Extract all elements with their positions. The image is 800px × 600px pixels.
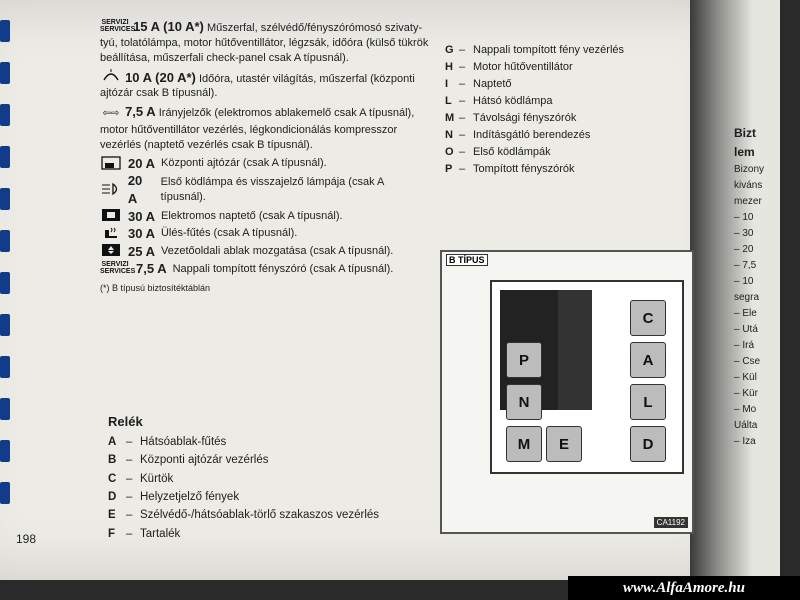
relays-section: Relék A–Hátsóablak-fűtés B–Központi ajtó… [108, 412, 379, 543]
fuse-desc: Elektromos naptető (csak A típusnál). [160, 209, 343, 222]
fuse-amp: 15 A (10 A*) [133, 19, 204, 34]
relay-m: M [506, 426, 542, 462]
legend-item: N–Indításgátló berendezés [445, 129, 591, 142]
fuse-desc: Nappali tompított fényszóró (csak A típu… [172, 262, 394, 275]
relay-item: D–Helyzetjelző fények [108, 490, 240, 503]
fuse-entry-4: 20 A Központi ajtózár (csak A típusnál). [100, 155, 430, 173]
page-number: 198 [16, 532, 37, 546]
fuse-entry-7: 30 A Ülés-fűtés (csak A típusnál). [100, 225, 430, 243]
fuse-box-type-tag: B TÍPUS [446, 254, 488, 266]
door-lock-icon [100, 156, 122, 172]
fuse-box-code: CA1192 [653, 517, 688, 528]
relay-item: F–Tartalék [108, 527, 181, 540]
relay-n: N [506, 384, 542, 420]
fuse-amp: 10 A (20 A*) [125, 69, 196, 85]
fuse-entry-3: ⇦⇨ 7,5 A Irányjelzők (elektromos ablakem… [100, 103, 430, 153]
legend-item: M–Távolsági fényszórók [445, 112, 577, 125]
relay-l: L [630, 384, 666, 420]
relay-a: A [630, 342, 666, 378]
fuse-desc: Ülés-fűtés (csak A típusnál). [160, 227, 298, 240]
legend-item: G–Nappali tompított fény vezérlés [445, 44, 625, 56]
spiral-binding [0, 20, 14, 560]
fuse-entry-5: 20 A Első ködlámpa és visszajelző lámpáj… [100, 172, 430, 207]
relay-item: C–Kürtök [108, 472, 174, 485]
seat-heating-icon [100, 226, 122, 242]
adjacent-page-text: Bizt lem Bizony kiváns mezer – 10 – 30 –… [734, 126, 765, 448]
adjacent-page-edge [690, 0, 780, 580]
relay-item: A–Hátsóablak-fűtés [108, 435, 227, 448]
fuse-entry-8: 25 A Vezetőoldali ablak mozgatása (csak … [100, 243, 430, 261]
fuse-amp: 7,5 A [136, 261, 167, 277]
footnote: (*) B típusú biztosítéktáblán [100, 282, 211, 293]
legend-item: O–Első ködlámpák [445, 146, 551, 159]
legend-item: H–Motor hűtőventillátor [445, 61, 573, 74]
fuse-desc: Vezetőoldali ablak mozgatása (csak A típ… [160, 244, 394, 257]
fuse-amp: 30 A [128, 208, 155, 224]
relay-e: E [546, 426, 582, 462]
fuse-entry-6: 30 A Elektromos naptető (csak A típusnál… [100, 208, 430, 226]
fuse-entry-9: SERVIZI SERVICES 7,5 A Nappali tompított… [100, 260, 430, 278]
fuse-entries: SERVIZI SERVICES 15 A (10 A*) Műszerfal,… [100, 18, 430, 294]
relay-item: B–Központi ajtózár vezérlés [108, 454, 269, 467]
legend-item: P–Tompított fényszórók [445, 163, 575, 176]
fuse-amp: 7,5 A [125, 104, 156, 120]
fuse-desc: Irányjelzők (elektromos ablakemelő csak … [100, 107, 415, 152]
legend-item: L–Hátsó ködlámpa [445, 95, 553, 108]
fuse-desc: Időóra, utastér világítás, műszerfal (kö… [100, 72, 415, 100]
fuse-block-right [558, 290, 592, 410]
relay-item: E–Szélvédő-/hátsóablak-törlő szakaszos v… [108, 509, 380, 522]
watermark-text: www.AlfaAmore.hu [623, 579, 745, 596]
servizi-services-icon: SERVIZI SERVICES [100, 19, 136, 33]
servizi-services-icon: SERVIZI SERVICES [100, 260, 136, 275]
watermark-logo: www.AlfaAmore.hu [568, 576, 800, 600]
turn-signal-icon: ⇦⇨ [102, 108, 120, 120]
fuse-legend: G–Nappali tompított fény vezérlés H–Moto… [445, 42, 624, 178]
legend-item: I–Naptető [445, 78, 512, 91]
fog-lamp-icon [100, 182, 122, 198]
fuse-amp: 20 A [128, 155, 155, 171]
fuse-amp: 20 A [127, 173, 143, 206]
relay-d: D [630, 426, 666, 462]
fuse-entry-2: 10 A (20 A*) Időóra, utastér világítás, … [100, 68, 430, 102]
fuse-entry-1: SERVIZI SERVICES 15 A (10 A*) Műszerfal,… [100, 18, 430, 66]
sunroof-icon [100, 208, 122, 224]
interior-light-icon [100, 68, 122, 84]
fuse-desc: Műszerfal, szélvédő/fényszórómosó szivat… [100, 22, 429, 64]
window-lift-icon [100, 243, 122, 259]
fuse-desc: Első ködlámpa és visszajelző lámpája (cs… [160, 176, 384, 203]
fuse-box-diagram: B TÍPUS C P N M E D A L CA1192 [440, 250, 694, 534]
fuse-desc: Központi ajtózár (csak A típusnál). [160, 157, 327, 170]
fuse-amp: 25 A [128, 243, 155, 259]
relay-c: C [630, 300, 666, 336]
fuse-amp: 30 A [128, 226, 155, 242]
relays-heading: Relék [108, 414, 143, 429]
relay-p: P [506, 342, 542, 378]
